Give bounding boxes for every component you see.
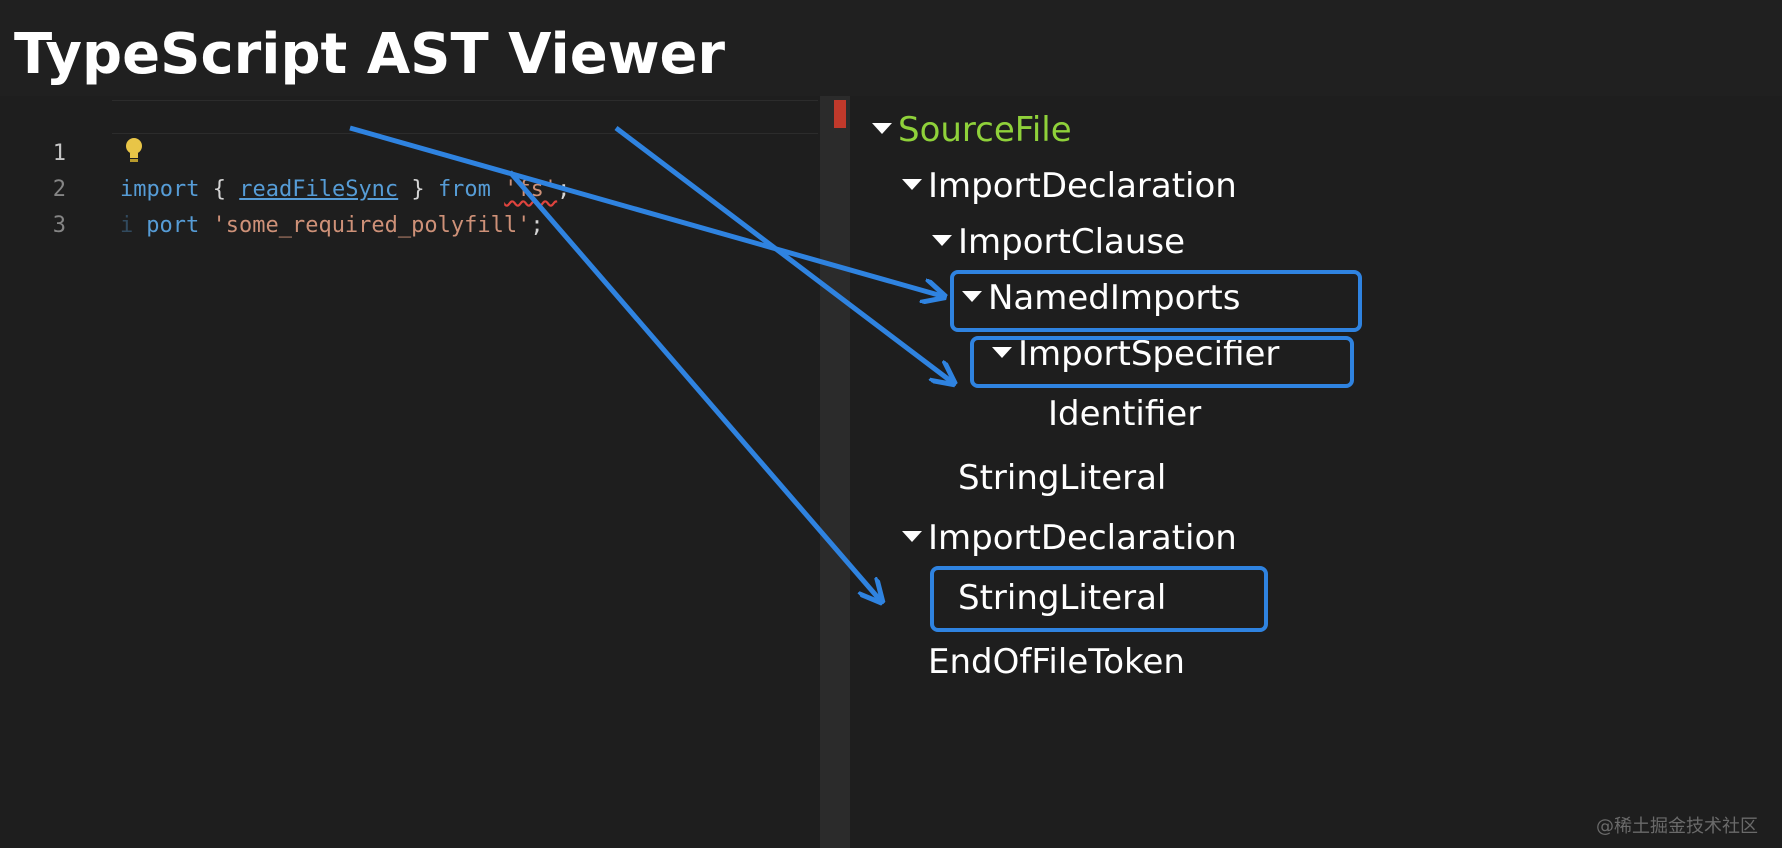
lightbulb-icon[interactable] (124, 136, 144, 164)
line-number: 1 (52, 141, 66, 166)
tree-node-label: ImportDeclaration (928, 518, 1237, 558)
title-bar: TypeScript AST Viewer (0, 0, 1782, 96)
tree-node-endoffiletoken[interactable]: EndOfFileToken (928, 642, 1185, 682)
tree-node-stringliteral-2[interactable]: StringLiteral (958, 578, 1166, 618)
expand-triangle-icon[interactable] (932, 235, 952, 246)
arrow-to-importspecifier (614, 126, 952, 382)
highlight-box-stringliteral (930, 566, 1268, 632)
current-line-highlight (112, 100, 818, 134)
tree-node-label: StringLiteral (958, 578, 1167, 618)
page-title: TypeScript AST Viewer (14, 22, 726, 87)
semicolon: ; (530, 213, 544, 238)
tree-node-importclause[interactable]: ImportClause (932, 222, 1185, 262)
keyword-import-rest: port (146, 213, 200, 238)
expand-triangle-icon[interactable] (902, 531, 922, 542)
tree-node-label: StringLiteral (958, 458, 1167, 498)
code-text[interactable]: import { readFileSync } from 'fs'; (120, 172, 570, 208)
line-number: 2 (52, 177, 66, 202)
keyword-import-prefix: i (120, 213, 134, 238)
tree-node-label: ImportClause (958, 222, 1186, 262)
arrow-to-stringliteral (508, 170, 880, 600)
expand-triangle-icon[interactable] (992, 347, 1012, 358)
tree-node-identifier[interactable]: Identifier (1048, 394, 1201, 434)
code-line-1[interactable]: 1 import { readFileSync } from 'fs'; (0, 100, 820, 202)
expand-triangle-icon[interactable] (962, 291, 982, 302)
error-marker (834, 100, 846, 128)
tree-node-importspecifier[interactable]: ImportSpecifier (992, 334, 1279, 374)
highlight-box-importspecifier (970, 336, 1354, 388)
tree-node-label: ImportSpecifier (1018, 334, 1280, 374)
tree-node-stringliteral[interactable]: StringLiteral (958, 458, 1166, 498)
watermark: @稀土掘金技术社区 (1596, 816, 1758, 837)
code-line-3[interactable]: 3 (0, 172, 820, 238)
identifier-readfilesync[interactable]: readFileSync (239, 177, 399, 202)
expand-triangle-icon[interactable] (872, 123, 892, 134)
tree-node-label: NamedImports (988, 278, 1241, 318)
tree-node-importdeclaration-2[interactable]: ImportDeclaration (902, 518, 1237, 558)
brace-open: { (199, 177, 240, 202)
expand-triangle-icon[interactable] (902, 179, 922, 190)
keyword-from: from (437, 177, 491, 202)
tree-node-label: Identifier (1048, 394, 1202, 434)
arrow-to-namedimports (349, 125, 942, 296)
ast-tree-panel (850, 96, 1782, 848)
tree-node-namedimports[interactable]: NamedImports (962, 278, 1240, 318)
line-number: 3 (52, 213, 66, 238)
editor-scrollbar[interactable] (820, 96, 850, 848)
highlight-box-namedimports (950, 270, 1362, 332)
tree-node-label: EndOfFileToken (928, 642, 1185, 682)
keyword-import: import (120, 177, 200, 202)
tree-node-label: ImportDeclaration (928, 166, 1237, 206)
tree-node-sourcefile[interactable]: SourceFile (872, 110, 1072, 150)
module-string-polyfill[interactable]: 'some_required_polyfill' (212, 213, 531, 238)
tree-node-importdeclaration[interactable]: ImportDeclaration (902, 166, 1237, 206)
brace-close: } (398, 177, 438, 202)
tree-node-label: SourceFile (898, 110, 1072, 150)
